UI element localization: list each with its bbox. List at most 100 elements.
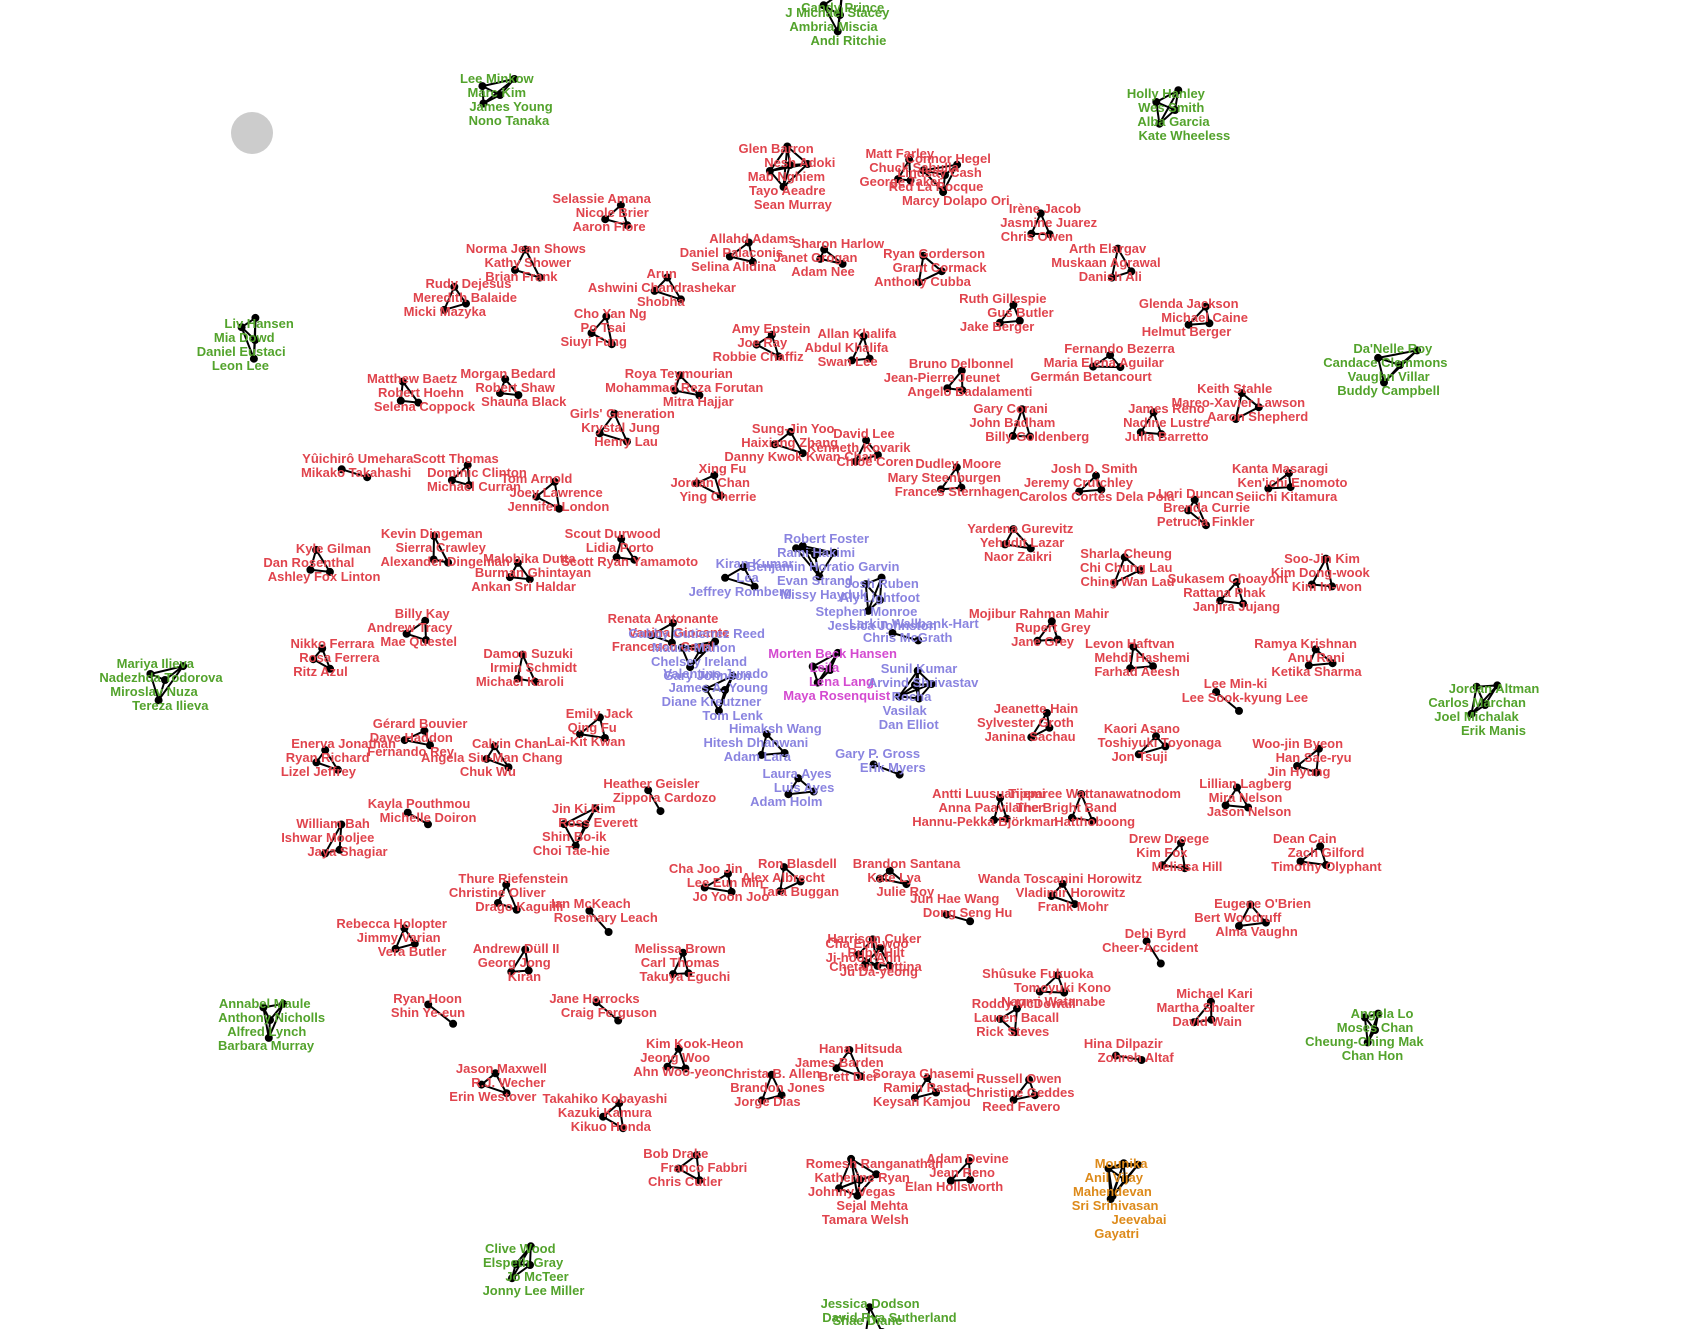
node-label: Ju Da-yeong: [840, 964, 918, 979]
graph-node: [479, 99, 488, 108]
graph-node: [1008, 431, 1017, 440]
graph-node: [1467, 709, 1476, 718]
node-label: Leila: [810, 660, 840, 675]
graph-node: [942, 910, 951, 919]
graph-edge: [605, 316, 613, 345]
graph-node: [1264, 484, 1273, 493]
graph-node: [1142, 937, 1151, 946]
graph-node: [762, 730, 771, 739]
graph-edge: [433, 535, 449, 564]
graph-node: [813, 678, 822, 687]
graph-node: [1314, 744, 1323, 753]
node-label: Georg Jong: [478, 955, 551, 970]
node-label: Lena Lang: [809, 674, 874, 689]
graph-node: [1328, 659, 1337, 668]
node-label: Robbie Chaffiz: [713, 349, 804, 364]
graph-node: [264, 1033, 273, 1042]
graph-edge: [1324, 558, 1333, 587]
node-label: Jeevabai: [1112, 1212, 1167, 1227]
graph-node: [798, 542, 807, 550]
node-label: Anu Rani: [1288, 650, 1345, 665]
node-label: Larkin Wallbank-Hart: [849, 616, 979, 631]
graph-node: [758, 1096, 766, 1105]
graph-node: [939, 188, 948, 197]
node-label: Benjamin Horatio Garvin: [747, 559, 899, 574]
node-label: Vanina Giocante: [628, 625, 729, 640]
graph-node: [873, 961, 882, 970]
node-label: Julia Barretto: [1125, 429, 1209, 444]
node-label: Mikako Takahashi: [301, 465, 411, 480]
graph-edge: [1267, 472, 1290, 490]
node-label: Melissa Hill: [1152, 859, 1223, 874]
graph-edge: [1238, 921, 1267, 927]
graph-node: [895, 770, 904, 779]
node-label: R.J. Wecher: [471, 1075, 545, 1090]
node-label: Jane Horrocks: [549, 991, 639, 1006]
graph-node: [502, 880, 511, 889]
graph-node: [721, 573, 730, 582]
graph-edge: [705, 675, 733, 690]
node-label: Dave Haddon: [370, 730, 453, 745]
node-label: Jo McTeer: [505, 1269, 568, 1284]
graph-edge: [443, 286, 456, 311]
node-label: Himaksh Wang: [729, 721, 822, 736]
graph-node: [1158, 861, 1167, 870]
node-label: Antti Luusuaniemi: [932, 786, 1045, 801]
graph-edge: [922, 169, 944, 193]
graph-edge: [850, 1158, 859, 1196]
graph-node: [836, 11, 844, 19]
node-label: Krystal Jung: [581, 420, 660, 435]
node-label: Kim Kook-Heon: [646, 1036, 744, 1051]
graph-node: [1244, 803, 1253, 812]
node-label: Cha Joo Jin: [669, 861, 743, 876]
graph-node: [1120, 553, 1129, 562]
graph-node: [599, 1112, 608, 1121]
node-label: Kim Fox: [1136, 845, 1188, 860]
graph-node: [1119, 1159, 1128, 1168]
graph-edge: [1299, 845, 1321, 863]
node-label: Ashley Fox Linton: [268, 569, 381, 584]
graph-node: [402, 629, 411, 638]
node-label: Toshiyuki Toyonaga: [1098, 735, 1223, 750]
graph-node: [414, 398, 423, 407]
node-label: Kevin Dingeman: [381, 526, 483, 541]
graph-node: [1293, 762, 1302, 770]
graph-node: [905, 155, 914, 164]
node-label: Jordan Altman: [1449, 681, 1540, 696]
graph-edge: [674, 389, 700, 397]
graph-node: [571, 841, 580, 850]
graph-node: [602, 312, 611, 321]
node-label: Mahendevan: [1073, 1184, 1152, 1199]
node-label: Brett Dier: [819, 1069, 878, 1084]
node-label: Renata Antonante: [608, 611, 719, 626]
node-label: Sierra Crawley: [396, 540, 487, 555]
graph-node: [1307, 580, 1316, 589]
graph-node: [965, 1157, 973, 1165]
graph-node: [995, 318, 1004, 327]
graph-node: [1190, 495, 1199, 504]
graph-node: [1189, 1018, 1198, 1027]
node-label: Lee Minkow: [460, 71, 535, 86]
graph-node: [337, 820, 346, 829]
graph-node: [1284, 469, 1293, 478]
graph-node: [496, 91, 504, 99]
graph-edge: [704, 886, 732, 893]
node-label: Lizel Jeffrey: [281, 764, 357, 779]
node-label: Gary Johnson: [663, 668, 750, 683]
node-label: Allan Khalifa: [818, 326, 898, 341]
graph-node: [508, 1274, 516, 1283]
graph-node: [919, 251, 928, 260]
node-label: Kayla Pouthmou: [368, 796, 471, 811]
graph-node: [1396, 361, 1404, 369]
node-label: Bob Drake: [643, 1146, 708, 1161]
graph-edge: [873, 763, 900, 776]
node-label: Angelo Badalamenti: [907, 384, 1032, 399]
graph-node: [744, 238, 753, 247]
node-label: Janjira Jujang: [1193, 599, 1280, 614]
graph-node: [1149, 408, 1158, 417]
graph-edge: [654, 289, 682, 301]
node-label: Shûsuke Fukuoka: [982, 966, 1094, 981]
graph-node: [403, 808, 412, 817]
graph-node: [550, 477, 559, 486]
node-label: Seiichi Kitamura: [1235, 489, 1338, 504]
